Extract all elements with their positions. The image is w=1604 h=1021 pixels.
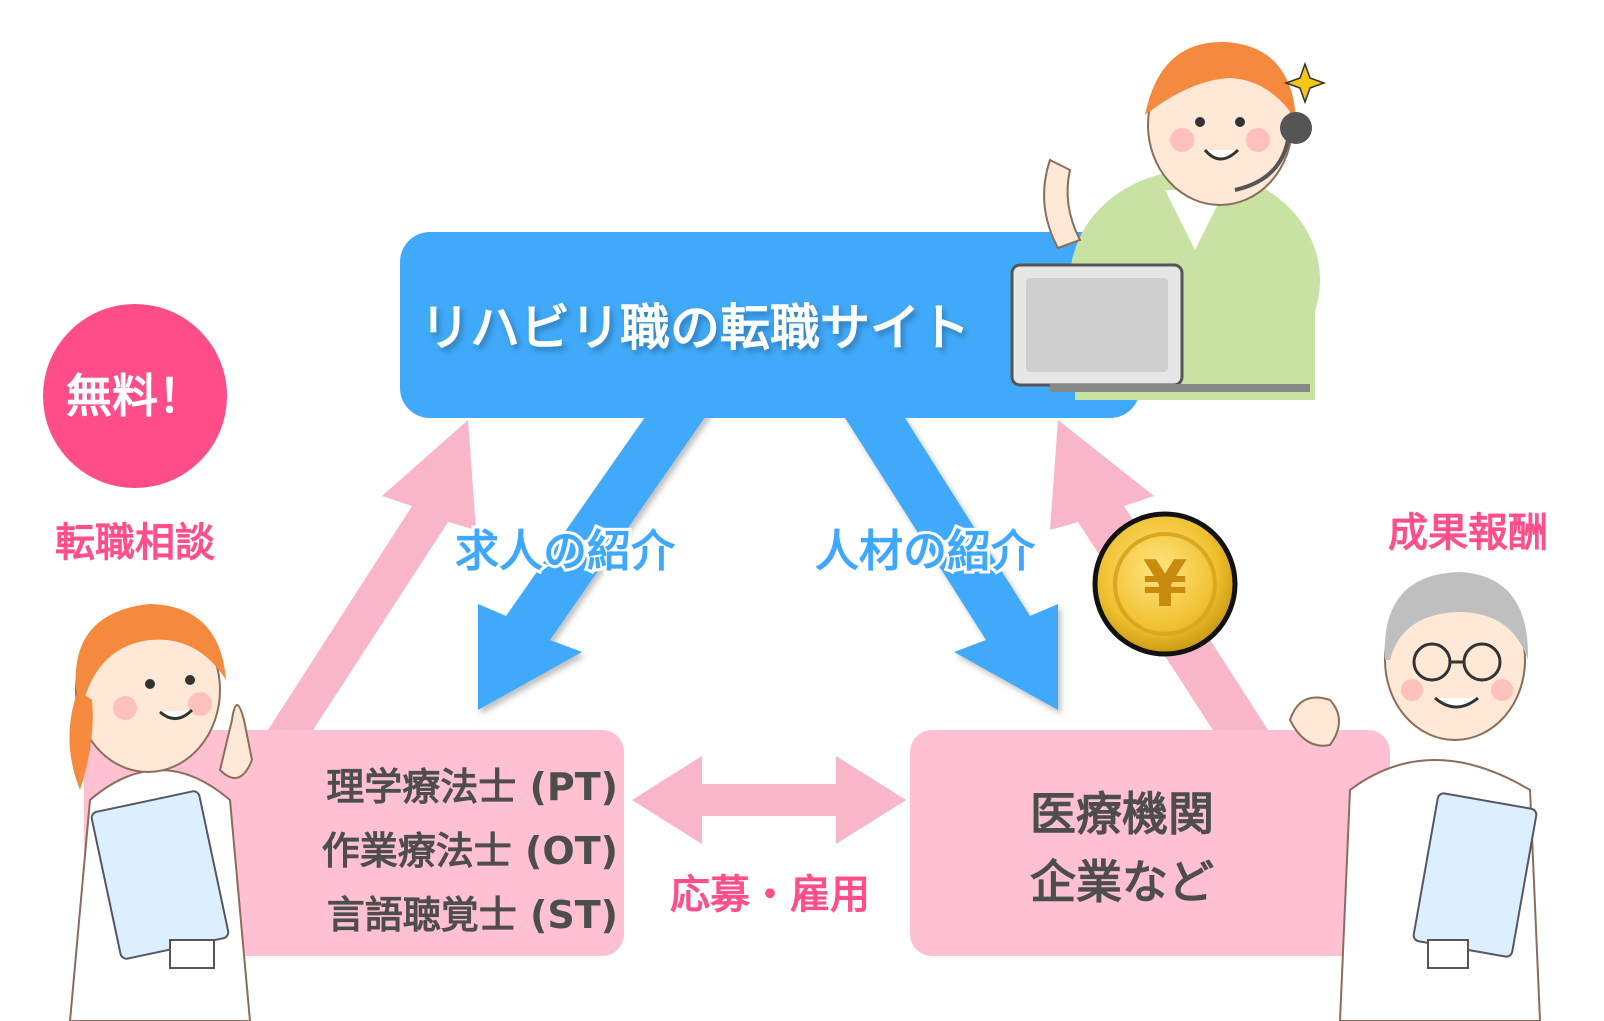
label-consult: 転職相談 [55,520,215,566]
free-badge [43,304,227,488]
site-box-title: リハビリ職の転職サイト [420,299,970,357]
arrow-apply-hire [632,756,906,844]
coin-symbol: ¥ [1143,548,1188,622]
therapist-line-st: 言語聴覚士 (ST) [327,893,618,937]
therapist-illustration [68,604,254,1021]
employer-line-medical: 医療機関 [1030,787,1214,841]
employer-box [910,730,1390,956]
arrow-consult-up [268,420,476,744]
free-badge-label: 無料！ [66,369,204,423]
therapist-line-ot: 作業療法士 (OT) [322,829,618,873]
label-job-intro: 求人の紹介 [455,526,676,577]
operator-illustration [1010,41,1327,400]
yen-coin: ¥ [1092,511,1238,657]
employer-illustration [1288,572,1542,1021]
label-talent-intro: 人材の紹介 [815,526,1036,577]
arrow-job-intro-down [478,410,710,710]
site-box [400,232,1140,418]
employer-line-company: 企業など [1030,855,1214,909]
arrow-talent-intro-down [840,410,1058,710]
label-reward: 成果報酬 [1388,510,1548,556]
label-apply-hire: 応募・雇用 [670,872,870,918]
therapist-line-pt: 理学療法士 (PT) [326,765,618,809]
